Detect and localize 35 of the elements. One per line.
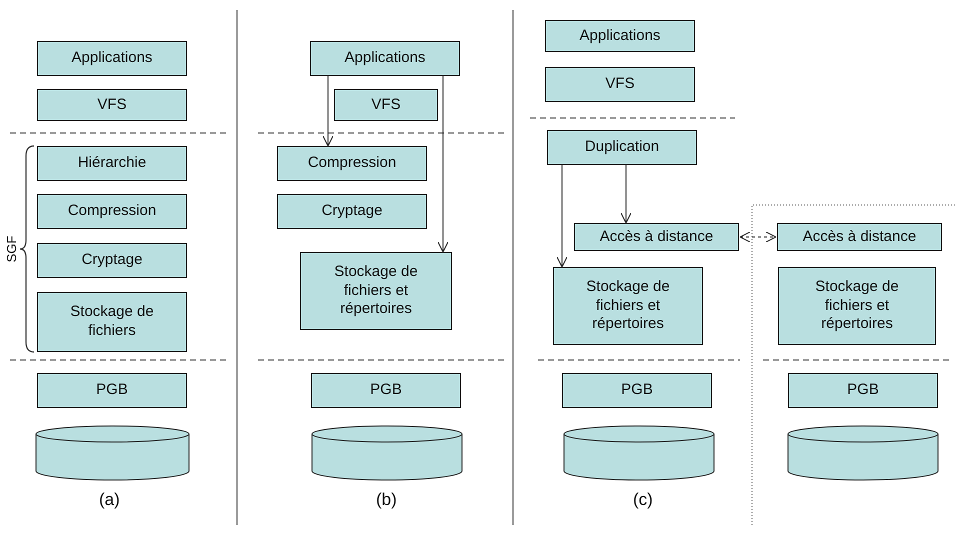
layer-box: Stockage de fichiers et répertoires	[300, 252, 452, 330]
layer-box: Duplication	[547, 130, 697, 165]
layer-box: Applications	[37, 41, 187, 76]
group-label: SGF	[4, 236, 19, 262]
layer-box: Applications	[545, 20, 695, 52]
layer-box: VFS	[334, 89, 438, 121]
layer-box: PGB	[788, 373, 938, 408]
arrow	[556, 164, 568, 268]
layer-box: PGB	[37, 373, 187, 408]
layer-box: Hiérarchie	[37, 146, 187, 181]
disk-cylinder	[35, 425, 190, 480]
layer-box: VFS	[37, 89, 187, 121]
layer-box: Stockage de fichiers	[37, 292, 187, 352]
layer-box: PGB	[311, 373, 461, 408]
arrow	[620, 164, 632, 224]
disk-cylinder	[311, 425, 463, 480]
layer-box: Cryptage	[37, 243, 187, 278]
layer-box: Compression	[37, 194, 187, 229]
layer-box: Compression	[277, 146, 427, 181]
layer-box: VFS	[545, 67, 695, 102]
layer-box: Cryptage	[277, 194, 427, 229]
layer-box: PGB	[562, 373, 712, 408]
layer-box: Accès à distance	[574, 223, 739, 251]
disk-cylinder	[787, 425, 939, 480]
layer-box: Stockage de fichiers et répertoires	[553, 267, 703, 345]
arrow	[438, 76, 448, 252]
panel-label: (c)	[633, 490, 653, 510]
disk-cylinder	[563, 425, 715, 480]
layer-box: Accès à distance	[777, 223, 942, 251]
panel-label: (a)	[99, 490, 120, 510]
arrow	[740, 232, 776, 242]
arrow	[322, 76, 334, 146]
layer-box: Applications	[310, 41, 460, 76]
layer-box: Stockage de fichiers et répertoires	[778, 267, 936, 345]
panel-label: (b)	[376, 490, 397, 510]
